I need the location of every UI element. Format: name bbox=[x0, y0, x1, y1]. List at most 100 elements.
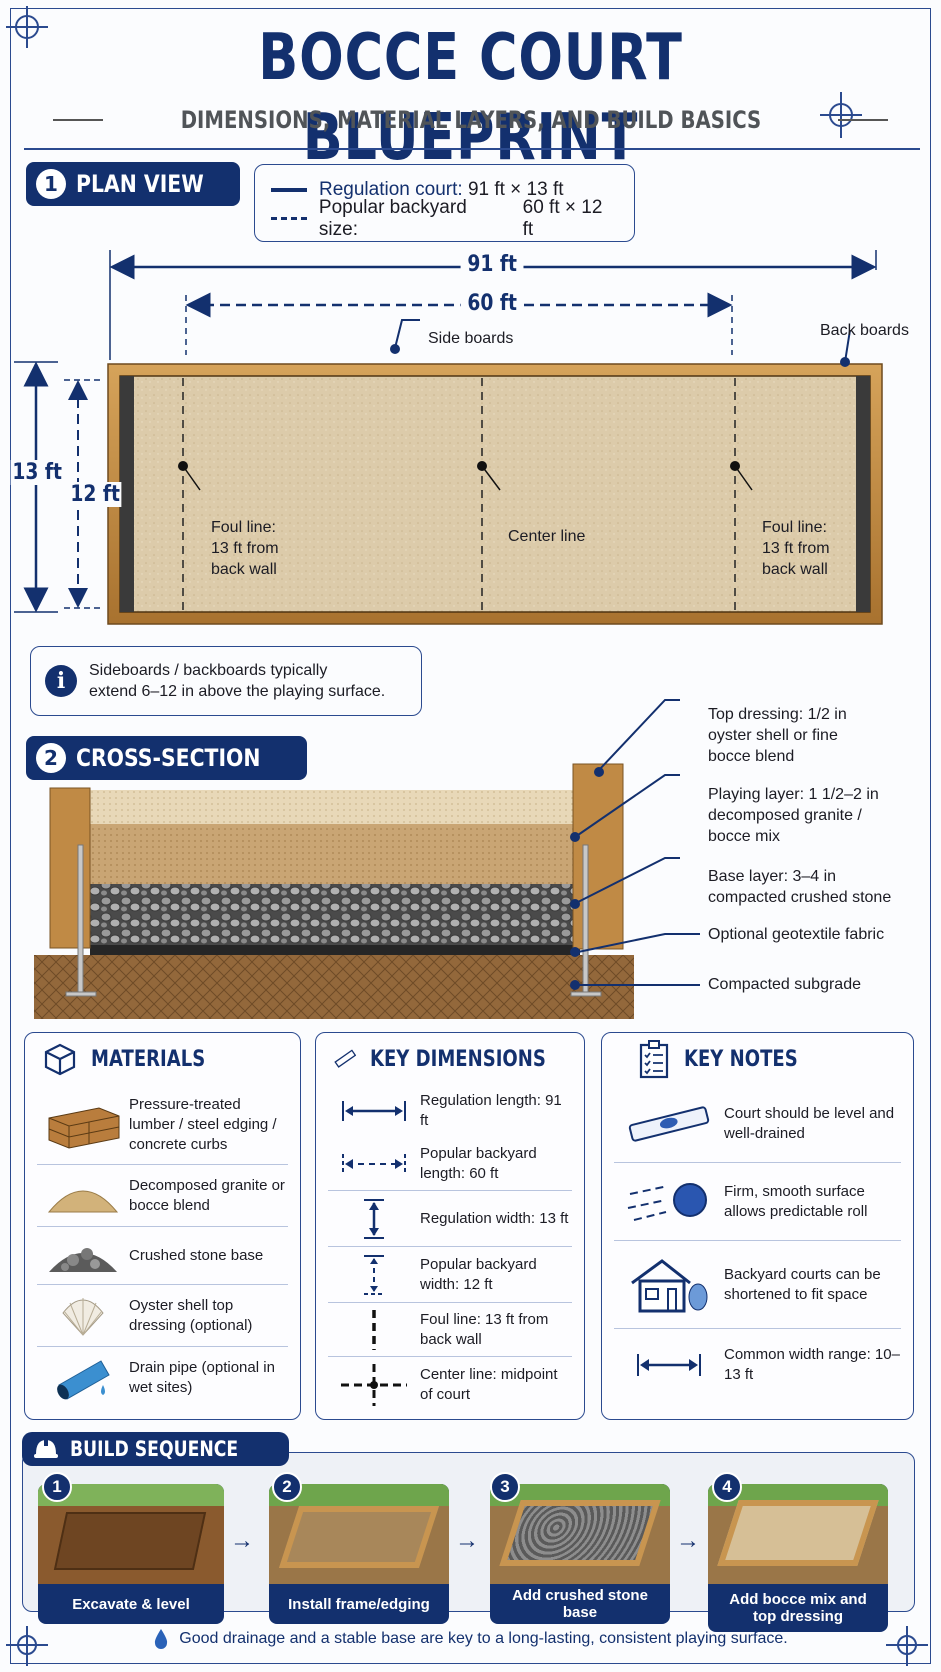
label-line: 13 ft from bbox=[762, 540, 830, 557]
dimension-text: Popular backyard length: 60 ft bbox=[420, 1144, 537, 1182]
note-text: Firm, smooth surface allows predictable … bbox=[724, 1182, 868, 1220]
section-title: BUILD SEQUENCE bbox=[70, 1437, 239, 1461]
step-number: 3 bbox=[490, 1472, 520, 1502]
note-text: Backyard courts can be shortened to fit … bbox=[724, 1265, 881, 1303]
list-item: Crushed stone base bbox=[37, 1227, 288, 1285]
granite-pile-icon bbox=[37, 1176, 129, 1216]
list-item: Center line: midpoint of court bbox=[328, 1357, 572, 1413]
label-line: oyster shell or fine bbox=[708, 727, 838, 744]
dimension-text: Regulation length: 91 ft bbox=[420, 1092, 562, 1129]
step-label: Add crushed stone base bbox=[512, 1587, 648, 1621]
key-notes-card: KEY NOTES Court should be level and well… bbox=[601, 1032, 914, 1420]
build-step-3: Add crushed stone base bbox=[490, 1484, 670, 1624]
foul-line-left-label: Foul line: 13 ft from back wall bbox=[211, 517, 279, 580]
list-item: Foul line: 13 ft from back wall bbox=[328, 1303, 572, 1357]
note-text: Court should be level and well-drained bbox=[724, 1104, 895, 1142]
list-item: Popular backyard length: 60 ft bbox=[328, 1137, 572, 1191]
list-item: Regulation length: 91 ft bbox=[328, 1085, 572, 1137]
solid-horizontal-arrow-icon bbox=[328, 1098, 420, 1124]
list-item: Firm, smooth surface allows predictable … bbox=[614, 1163, 901, 1241]
card-header: MATERIALS bbox=[25, 1033, 300, 1085]
blueprint-frame bbox=[10, 8, 931, 1664]
arrow-right-icon: → bbox=[676, 1527, 700, 1554]
arrow-right-icon: → bbox=[455, 1527, 479, 1554]
stone-pile-icon bbox=[37, 1236, 129, 1276]
crosshair-icon bbox=[6, 6, 48, 48]
step-label: Install frame/edging bbox=[288, 1595, 430, 1613]
list-item: Oyster shell top dressing (optional) bbox=[37, 1285, 288, 1347]
ruler-icon bbox=[334, 1049, 356, 1068]
section-title: CROSS-SECTION bbox=[76, 744, 261, 772]
dimension-label-13ft: 13 ft bbox=[10, 460, 64, 485]
label-line: Base layer: 3–4 in bbox=[708, 868, 837, 885]
excavation-image bbox=[38, 1484, 224, 1584]
list-item: Decomposed granite or bocce blend bbox=[37, 1165, 288, 1227]
dashed-vertical-line-icon bbox=[328, 1308, 420, 1352]
material-text: Pressure-treated lumber / steel edging /… bbox=[129, 1095, 277, 1153]
center-line-label: Center line bbox=[508, 528, 586, 545]
stone-base-image bbox=[490, 1484, 670, 1584]
list-item: Common width range: 10–13 ft bbox=[614, 1329, 901, 1401]
layer-label-geotextile: Optional geotextile fabric bbox=[708, 924, 884, 945]
footer-text: Good drainage and a stable base are key … bbox=[179, 1630, 788, 1647]
label-line: compacted crushed stone bbox=[708, 889, 892, 906]
legend-item-regulation: Regulation court: 91 ft × 13 ft bbox=[271, 175, 618, 204]
header-divider bbox=[24, 148, 920, 150]
legend-value: 60 ft × 12 ft bbox=[522, 196, 603, 240]
divider bbox=[838, 119, 889, 121]
level-icon bbox=[614, 1104, 724, 1144]
frame-image bbox=[269, 1484, 449, 1584]
materials-card: MATERIALS Pressure-treated lumber / stee… bbox=[24, 1032, 301, 1420]
section-title: PLAN VIEW bbox=[76, 170, 204, 198]
label-line: back wall bbox=[211, 561, 277, 578]
crosshair-icon bbox=[6, 1626, 48, 1666]
label-line: Top dressing: 1/2 in bbox=[708, 706, 847, 723]
label-line: bocce blend bbox=[708, 748, 795, 765]
subtitle-row: DIMENSIONS, MATERIAL LAYERS, AND BUILD B… bbox=[0, 106, 941, 134]
section-badge-build-sequence: BUILD SEQUENCE bbox=[22, 1432, 290, 1466]
section-number: 1 bbox=[36, 169, 66, 199]
layer-label-playing-layer: Playing layer: 1 1/2–2 in decomposed gra… bbox=[708, 784, 879, 847]
legend-key: Popular backyard size: bbox=[318, 196, 467, 240]
dimension-text: Regulation width: 13 ft bbox=[420, 1209, 569, 1227]
center-cross-icon bbox=[328, 1362, 420, 1408]
footer-note: Good drainage and a stable base are key … bbox=[0, 1628, 941, 1650]
rolling-ball-icon bbox=[614, 1180, 724, 1224]
section-badge-cross-section: 2 CROSS-SECTION bbox=[26, 736, 308, 780]
info-box: i Sideboards / backboards typically exte… bbox=[30, 646, 422, 716]
cross-section-diagram bbox=[34, 699, 700, 1019]
legend-value: 91 ft × 13 ft bbox=[467, 178, 564, 200]
dashed-horizontal-arrow-icon bbox=[328, 1151, 420, 1177]
key-dimensions-card: KEY DIMENSIONS Regulation length: 91 ft … bbox=[315, 1032, 585, 1420]
back-boards-label: Back boards bbox=[820, 322, 909, 339]
card-title: MATERIALS bbox=[91, 1046, 206, 1072]
card-title: KEY NOTES bbox=[684, 1046, 798, 1072]
info-line: extend 6–12 in above the playing surface… bbox=[89, 683, 386, 700]
crosshair-icon bbox=[886, 1626, 928, 1666]
dimension-label-60ft: 60 ft bbox=[460, 291, 524, 316]
dimension-label-12ft: 12 ft bbox=[68, 482, 122, 507]
list-item: Regulation width: 13 ft bbox=[328, 1191, 572, 1247]
label-line: Foul line: bbox=[211, 519, 276, 536]
label-line: Playing layer: 1 1/2–2 in bbox=[708, 786, 879, 803]
dimension-label-91ft: 91 ft bbox=[460, 252, 524, 277]
plan-view-diagram bbox=[14, 250, 883, 625]
card-header: KEY NOTES bbox=[602, 1033, 913, 1085]
list-item: Backyard courts can be shortened to fit … bbox=[614, 1241, 901, 1329]
label-line: Foul line: bbox=[762, 519, 827, 536]
list-item: Pressure-treated lumber / steel edging /… bbox=[37, 1085, 288, 1165]
width-arrow-icon bbox=[614, 1351, 724, 1379]
dimension-text: Center line: midpoint of court bbox=[420, 1366, 558, 1403]
section-badge-plan-view: 1 PLAN VIEW bbox=[26, 162, 241, 206]
note-text: Common width range: 10–13 ft bbox=[724, 1346, 900, 1383]
divider bbox=[52, 119, 103, 121]
legend-key: Regulation court: bbox=[319, 178, 463, 200]
info-icon: i bbox=[45, 665, 77, 697]
layer-label-subgrade: Compacted subgrade bbox=[708, 974, 861, 995]
solid-line-icon bbox=[271, 187, 307, 192]
dashed-vertical-arrow-icon bbox=[328, 1253, 420, 1297]
crosshair-icon bbox=[820, 92, 862, 138]
drain-pipe-icon bbox=[37, 1355, 129, 1401]
water-drop-icon bbox=[155, 1629, 168, 1649]
layer-label-base: Base layer: 3–4 in compacted crushed sto… bbox=[708, 866, 891, 908]
